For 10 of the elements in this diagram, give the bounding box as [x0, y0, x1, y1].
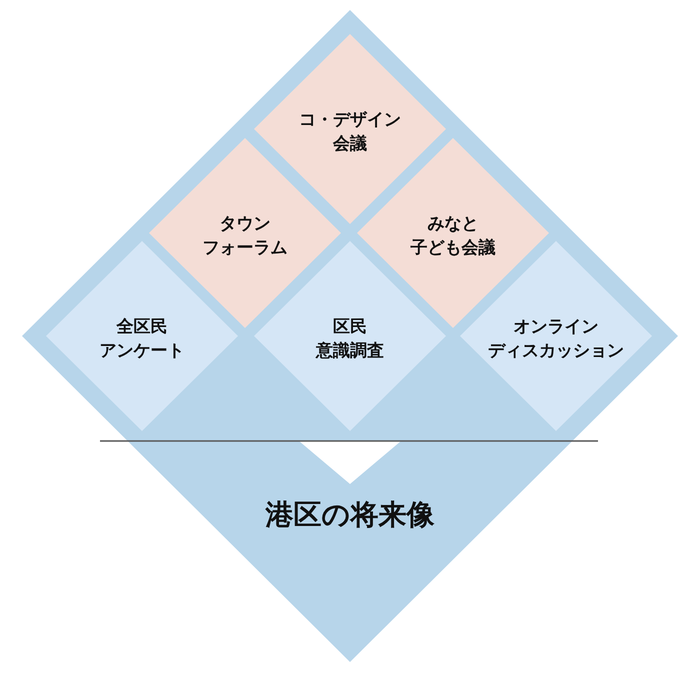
tile-label: コ・デザイン会議	[299, 109, 401, 156]
heading-label: 港区の将来像	[266, 498, 434, 532]
tile-label: オンラインディスカッション	[488, 316, 624, 363]
tile-label: 区民意識調査	[316, 316, 384, 363]
tile-label: 全区民アンケート	[100, 316, 184, 363]
diamond-tile	[46, 241, 238, 431]
diamond-tile	[254, 241, 446, 431]
tile-label: タウンフォーラム	[202, 213, 288, 260]
tile-label: みなと子ども会議	[410, 213, 496, 260]
large-diamond	[22, 10, 678, 662]
